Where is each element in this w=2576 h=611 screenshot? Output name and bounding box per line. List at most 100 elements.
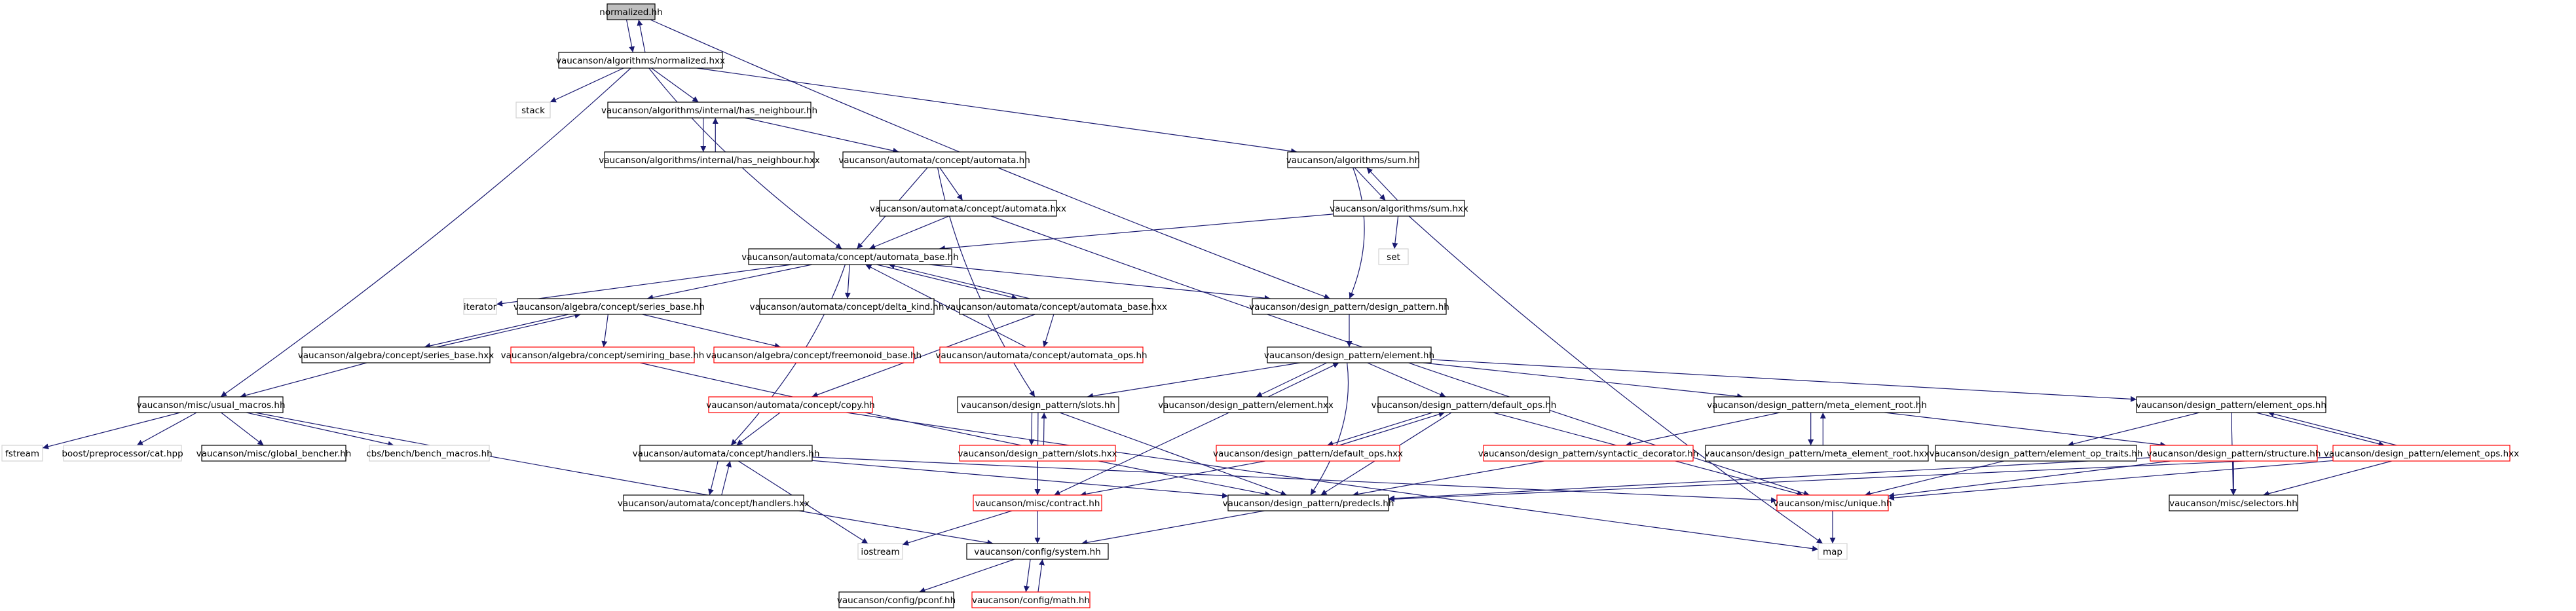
- edge-n14-to-n19: [1042, 314, 1055, 348]
- file-node-n32[interactable]: vaucanson/automata/concept/handlers.hh: [633, 445, 820, 462]
- edge-n17-to-n42: [640, 362, 1271, 497]
- file-node-n5[interactable]: vaucanson/automata/concept/automata.hh: [838, 151, 1030, 168]
- file-node-n2[interactable]: stack: [515, 102, 551, 119]
- file-node-n42[interactable]: vaucanson/design_pattern/predecls.hh: [1223, 494, 1394, 511]
- node-label: fstream: [5, 449, 39, 459]
- edge-n38-to-n42: [1388, 457, 2151, 502]
- node-label: vaucanson/algorithms/normalized.hxx: [556, 56, 725, 66]
- file-node-n45[interactable]: iostream: [857, 543, 903, 560]
- node-box: [973, 494, 1102, 511]
- file-node-n49[interactable]: vaucanson/config/math.hh: [971, 591, 1091, 608]
- file-node-n21[interactable]: vaucanson/misc/usual_macros.hh: [136, 396, 286, 413]
- edge-n32-to-n40: [708, 460, 719, 496]
- node-box: [369, 445, 490, 462]
- file-node-n0[interactable]: normalized.hh: [599, 3, 663, 20]
- edge-n21-to-n46: [255, 412, 994, 546]
- edge-n1-to-n6: [696, 67, 1297, 155]
- node-box: [138, 396, 284, 413]
- file-nodes: normalized.hh vaucanson/algorithms/normal…: [1, 3, 2519, 608]
- edge-n14-to-n22: [812, 314, 1036, 398]
- edge-n22-to-n47: [846, 412, 1819, 552]
- node-box: [1227, 494, 1389, 511]
- file-node-n38[interactable]: vaucanson/design_pattern/structure.hh: [2147, 445, 2321, 462]
- file-node-n48[interactable]: vaucanson/config/pconf.hh: [837, 591, 956, 608]
- node-box: [604, 151, 815, 168]
- file-node-n9[interactable]: vaucanson/automata/concept/automata.hxx: [870, 200, 1066, 217]
- node-label: iostream: [861, 547, 899, 557]
- file-node-n16[interactable]: vaucanson/algebra/concept/series_base.hx…: [298, 346, 494, 363]
- edge-n39-to-n43: [1888, 460, 2334, 501]
- file-node-n12[interactable]: vaucanson/algebra/concept/series_base.hh: [513, 298, 705, 315]
- edge-n12-to-n18: [642, 314, 781, 349]
- file-node-n19[interactable]: vaucanson/automata/concept/automata_ops.…: [935, 346, 1148, 363]
- file-node-n20[interactable]: vaucanson/design_pattern/element.hh: [1264, 346, 1434, 363]
- edge-n20-to-n26: [1423, 362, 1744, 399]
- file-node-n34[interactable]: vaucanson/design_pattern/default_ops.hxx: [1213, 445, 1403, 462]
- file-node-n28[interactable]: fstream: [1, 445, 43, 462]
- node-label: vaucanson/algebra/concept/semiring_base.…: [501, 350, 705, 361]
- file-node-n6[interactable]: vaucanson/algorithms/sum.hh: [1286, 151, 1420, 168]
- file-node-n23[interactable]: vaucanson/design_pattern/slots.hh: [957, 396, 1119, 413]
- node-label: vaucanson/design_pattern/element_ops.hh: [2136, 400, 2326, 411]
- file-node-n13[interactable]: vaucanson/automata/concept/delta_kind.hh: [750, 298, 944, 315]
- edge-n24-to-n41: [1054, 412, 1229, 496]
- edge-n5-to-n23: [937, 167, 1036, 398]
- node-box: [63, 445, 182, 462]
- file-node-n4[interactable]: vaucanson/algorithms/internal/has_neighb…: [599, 151, 820, 168]
- edge-n21-to-n30: [221, 412, 264, 446]
- file-node-n22[interactable]: vaucanson/automata/concept/copy.hh: [706, 396, 875, 413]
- edge-n16-to-n12: [436, 312, 581, 348]
- node-box: [879, 200, 1057, 217]
- file-node-n3[interactable]: vaucanson/algorithms/internal/has_neighb…: [601, 102, 817, 119]
- file-node-n18[interactable]: vaucanson/algebra/concept/freemonoid_bas…: [706, 346, 922, 363]
- node-box: [1818, 543, 1848, 560]
- file-node-n27[interactable]: vaucanson/design_pattern/element_ops.hh: [2136, 396, 2326, 413]
- file-node-n30[interactable]: vaucanson/misc/global_bencher.hh: [196, 445, 352, 462]
- file-node-n14[interactable]: vaucanson/automata/concept/automata_base…: [945, 298, 1167, 315]
- file-node-n33[interactable]: vaucanson/design_pattern/slots.hxx: [958, 445, 1117, 462]
- file-node-n40[interactable]: vaucanson/automata/concept/handlers.hxx: [618, 494, 810, 511]
- file-node-n35[interactable]: vaucanson/design_pattern/syntactic_decor…: [1478, 445, 1699, 462]
- node-box: [301, 346, 491, 363]
- edge-n37-to-n43: [1864, 460, 2004, 497]
- edge-n12-to-n17: [601, 314, 608, 348]
- node-label: vaucanson/automata/concept/automata.hh: [838, 155, 1030, 166]
- file-node-n41[interactable]: vaucanson/misc/contract.hh: [973, 494, 1102, 511]
- file-node-n15[interactable]: vaucanson/design_pattern/design_pattern.…: [1249, 298, 1449, 315]
- node-box: [959, 445, 1116, 462]
- edge-n25-to-n34: [1327, 412, 1433, 447]
- file-node-n25[interactable]: vaucanson/design_pattern/default_ops.hh: [1372, 396, 1557, 413]
- edge-n35-to-n42: [1352, 460, 1544, 497]
- file-node-n24[interactable]: vaucanson/design_pattern/element.hxx: [1158, 396, 1334, 413]
- node-box: [201, 445, 346, 462]
- node-label: vaucanson/design_pattern/element_ops.hxx: [2324, 449, 2519, 459]
- node-box: [1935, 445, 2137, 462]
- node-label: vaucanson/design_pattern/meta_element_ro…: [1707, 400, 1927, 411]
- file-node-n8[interactable]: set: [1378, 248, 1409, 265]
- node-box: [1252, 298, 1447, 315]
- edge-n46-to-n49: [1024, 559, 1031, 593]
- node-label: vaucanson/misc/usual_macros.hh: [136, 400, 285, 411]
- file-node-n11[interactable]: iterator: [463, 298, 497, 315]
- file-node-n37[interactable]: vaucanson/design_pattern/element_op_trai…: [1930, 445, 2143, 462]
- file-node-n7[interactable]: vaucanson/algorithms/sum.hxx: [1330, 200, 1468, 217]
- file-node-n29[interactable]: boost/preprocessor/cat.hpp: [62, 445, 183, 462]
- file-node-n26[interactable]: vaucanson/design_pattern/meta_element_ro…: [1707, 396, 1927, 413]
- node-box: [842, 151, 1026, 168]
- node-label: vaucanson/design_pattern/structure.hh: [2147, 449, 2321, 459]
- file-node-n1[interactable]: vaucanson/algorithms/normalized.hxx: [556, 52, 725, 69]
- node-box: [510, 346, 695, 363]
- file-node-n36[interactable]: vaucanson/design_pattern/meta_element_ro…: [1704, 445, 1930, 462]
- edge-n39-to-n42: [1388, 456, 2334, 502]
- file-node-n10[interactable]: vaucanson/automata/concept/automata_base…: [741, 248, 959, 265]
- file-node-n31[interactable]: cbs/bench/bench_macros.hh: [366, 445, 493, 462]
- edge-n26-to-n38: [1884, 412, 2167, 448]
- edge-n49-to-n46: [1037, 559, 1045, 593]
- file-node-n17[interactable]: vaucanson/algebra/concept/semiring_base.…: [501, 346, 705, 363]
- file-node-n44[interactable]: vaucanson/misc/selectors.hh: [2169, 494, 2298, 511]
- file-node-n46[interactable]: vaucanson/config/system.hh: [966, 543, 1109, 560]
- file-node-n43[interactable]: vaucanson/misc/unique.hh: [1773, 494, 1892, 511]
- file-node-n39[interactable]: vaucanson/design_pattern/element_ops.hxx: [2324, 445, 2519, 462]
- node-label: vaucanson/design_pattern/slots.hxx: [958, 449, 1117, 459]
- file-node-n47[interactable]: map: [1818, 543, 1848, 560]
